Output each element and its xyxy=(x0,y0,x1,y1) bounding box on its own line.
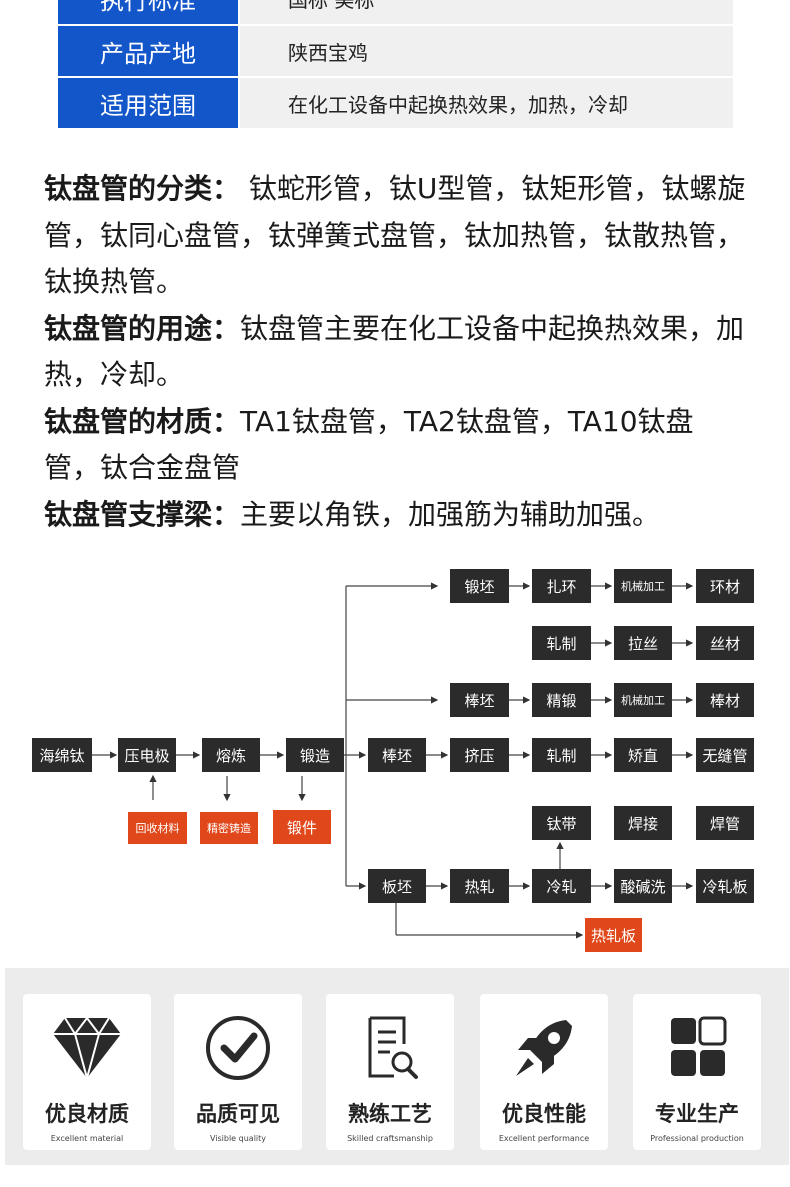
classification-text: 钛蛇形管，钛U型管，钛矩形管，钛螺旋管，钛同心盘管，钛弹簧式盘管，钛加热管，钛散… xyxy=(44,172,746,298)
flow-node-rolling: 轧制 xyxy=(532,738,591,772)
flow-node-titanium-strip: 钛带 xyxy=(532,806,591,840)
feature-title: 优良性能 xyxy=(502,1102,586,1126)
support-label: 钛盘管支撑梁： xyxy=(44,497,241,531)
spec-key: 产品产地 xyxy=(58,26,238,76)
flow-node-pickling: 酸碱洗 xyxy=(614,869,672,903)
flow-node-machining: 机械加工 xyxy=(614,569,672,603)
spec-row-standard: 执行标准 国标 美标 xyxy=(58,0,733,24)
flow-node-rolling: 轧制 xyxy=(532,626,591,660)
flow-node-fine-forging: 精锻 xyxy=(532,683,591,717)
flow-node-seamless-tube: 无缝管 xyxy=(696,738,754,772)
feature-subtitle: Excellent performance xyxy=(498,1134,590,1143)
feature-title: 专业生产 xyxy=(655,1102,739,1126)
flow-node-slab: 板坯 xyxy=(368,869,426,903)
flow-node-electrode: 压电极 xyxy=(118,738,176,772)
process-flow-chart: 海绵钛 压电极 熔炼 锻造 回收材料 精密铸造 锻件 锻坯 扎环 机械加工 环材… xyxy=(0,560,790,960)
flow-node-wire-material: 丝材 xyxy=(696,626,754,660)
flow-node-bar-material: 棒材 xyxy=(696,683,754,717)
support-paragraph: 钛盘管支撑梁：主要以角铁，加强筋为辅助加强。 xyxy=(44,492,749,539)
flow-node-cold-rolled-plate: 冷轧板 xyxy=(696,869,754,903)
feature-card-production: 专业生产 Professional production xyxy=(633,994,761,1150)
feature-subtitle: Professional production xyxy=(650,1134,744,1143)
feature-subtitle: Skilled craftsmanship xyxy=(347,1134,433,1143)
flow-node-straightening: 矫直 xyxy=(614,738,672,772)
feature-subtitle: Visible quality xyxy=(209,1134,267,1143)
product-description: 钛盘管的分类： 钛蛇形管，钛U型管，钛矩形管，钛螺旋管，钛同心盘管，钛弹簧式盘管… xyxy=(44,166,749,538)
feature-card-quality: 品质可见 Visible quality xyxy=(174,994,302,1150)
classification-paragraph: 钛盘管的分类： 钛蛇形管，钛U型管，钛矩形管，钛螺旋管，钛同心盘管，钛弹簧式盘管… xyxy=(44,166,749,306)
flow-node-hot-rolled-plate: 热轧板 xyxy=(585,918,642,952)
flow-node-ring-rolling: 扎环 xyxy=(532,569,591,603)
flow-node-cold-rolling: 冷轧 xyxy=(532,869,591,903)
support-text: 主要以角铁，加强筋为辅助加强。 xyxy=(240,497,661,531)
usage-text: 钛盘管主要在化工设备中起换热效果，加热，冷却。 xyxy=(44,311,745,392)
flow-connector-lines xyxy=(92,582,694,939)
spec-row-scope: 适用范围 在化工设备中起换热效果，加热，冷却 xyxy=(58,76,733,128)
spec-value: 陕西宝鸡 xyxy=(240,26,733,76)
spec-table: 执行标准 国标 美标 产品产地 陕西宝鸡 适用范围 在化工设备中起换热效果，加热… xyxy=(58,0,733,128)
spec-key: 执行标准 xyxy=(58,0,238,24)
flow-node-ingot-blank: 锻坯 xyxy=(450,569,509,603)
flow-node-bar-blank: 棒坯 xyxy=(368,738,426,772)
diamond-icon xyxy=(53,1016,121,1082)
usage-paragraph: 钛盘管的用途：钛盘管主要在化工设备中起换热效果，加热，冷却。 xyxy=(44,306,749,399)
flow-node-bar-blank: 棒坯 xyxy=(450,683,509,717)
spec-value: 在化工设备中起换热效果，加热，冷却 xyxy=(240,78,733,128)
usage-label: 钛盘管的用途： xyxy=(44,311,241,345)
flow-node-ring-material: 环材 xyxy=(696,569,754,603)
material-label: 钛盘管的材质： xyxy=(44,404,241,438)
flow-node-welded-tube: 焊管 xyxy=(696,806,754,840)
feature-title: 品质可见 xyxy=(196,1102,280,1126)
flow-node-extrusion: 挤压 xyxy=(450,738,509,772)
flow-node-precision-casting: 精密铸造 xyxy=(200,812,258,844)
feature-subtitle: Excellent material xyxy=(50,1134,124,1143)
spec-key: 适用范围 xyxy=(58,78,238,128)
feature-card-craftsmanship: 熟练工艺 Skilled craftsmanship xyxy=(326,994,454,1150)
feature-title: 熟练工艺 xyxy=(348,1102,432,1126)
flow-node-recycled-material: 回收材料 xyxy=(128,812,187,844)
flow-node-forgings: 锻件 xyxy=(273,810,331,844)
flow-node-smelting: 熔炼 xyxy=(202,738,260,772)
flow-node-hot-rolling: 热轧 xyxy=(450,869,509,903)
material-paragraph: 钛盘管的材质：TA1钛盘管，TA2钛盘管，TA10钛盘管，钛合金盘管 xyxy=(44,399,749,492)
feature-title: 优良材质 xyxy=(45,1102,129,1126)
material-text: TA1钛盘管，TA2钛盘管，TA10钛盘管，钛合金盘管 xyxy=(44,404,694,485)
rocket-icon xyxy=(516,1020,572,1076)
feature-card-material: 优良材质 Excellent material xyxy=(23,994,151,1150)
feature-card-performance: 优良性能 Excellent performance xyxy=(480,994,608,1150)
spec-row-origin: 产品产地 陕西宝鸡 xyxy=(58,24,733,76)
grid-blocks-icon xyxy=(671,1016,727,1076)
flow-node-sponge-titanium: 海绵钛 xyxy=(32,738,92,772)
features-panel: 优良材质 Excellent material 品质可见 Visible qua… xyxy=(5,968,789,1165)
flow-node-wire-drawing: 拉丝 xyxy=(614,626,672,660)
flow-node-welding: 焊接 xyxy=(614,806,672,840)
spec-value: 国标 美标 xyxy=(240,0,733,24)
checkmark-circle-icon xyxy=(206,1016,270,1080)
document-search-icon xyxy=(368,1016,418,1079)
flow-node-machining: 机械加工 xyxy=(614,683,672,717)
classification-label: 钛盘管的分类： xyxy=(44,172,241,205)
flow-node-forging: 锻造 xyxy=(286,738,344,772)
